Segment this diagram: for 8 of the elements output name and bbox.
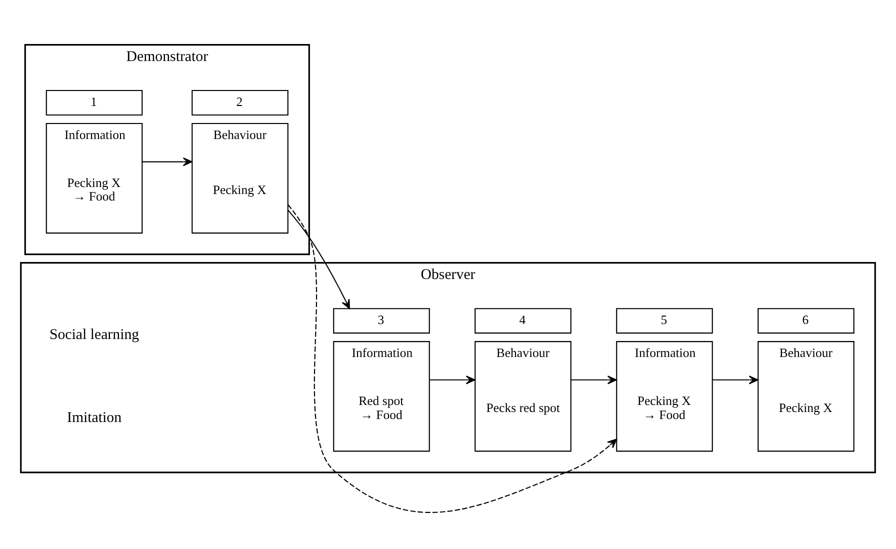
label: Imitation	[66, 410, 122, 426]
arrow	[430, 376, 476, 384]
arrow	[288, 210, 350, 310]
arrow	[142, 157, 192, 166]
arrow	[571, 376, 617, 384]
arrow	[712, 376, 758, 384]
arrow	[288, 204, 617, 513]
label: Social learning	[49, 327, 140, 344]
